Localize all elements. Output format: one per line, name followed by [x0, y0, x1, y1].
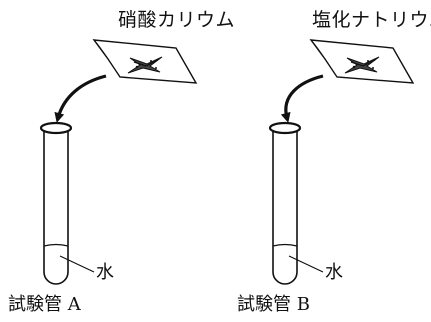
left-weighing-paper	[92, 39, 198, 84]
right-substance-label: 塩化ナトリウム	[312, 9, 431, 31]
left-setup	[39, 39, 198, 285]
right-powder-sample	[344, 56, 380, 74]
left-substance-label: 硝酸カリウム	[118, 9, 236, 31]
left-test-tube	[39, 121, 95, 285]
right-water-label: 水	[325, 262, 343, 283]
right-setup	[268, 39, 415, 285]
right-pour-arrow	[280, 74, 324, 123]
left-water-leader-line	[59, 255, 95, 273]
right-tube-label: 試験管 B	[237, 294, 310, 315]
left-powder-sample	[127, 56, 163, 74]
right-test-tube	[268, 121, 324, 285]
left-water-label: 水	[96, 262, 114, 283]
right-water-leader-line	[288, 255, 324, 273]
left-pour-arrow	[54, 74, 107, 123]
right-weighing-paper	[309, 39, 415, 84]
left-tube-label: 試験管 A	[8, 294, 81, 315]
